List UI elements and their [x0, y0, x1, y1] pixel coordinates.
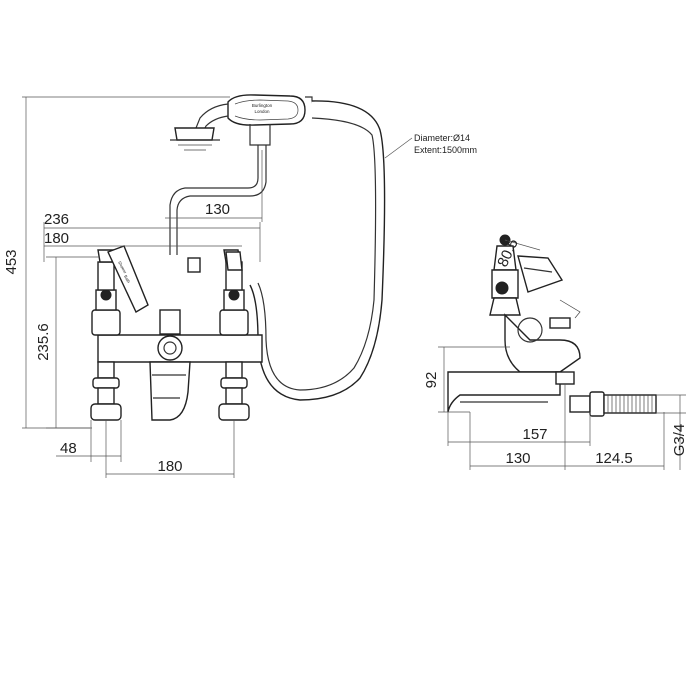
thread-lines [607, 395, 653, 413]
left-lever [107, 245, 149, 313]
dim-total-height: 453 [3, 249, 20, 274]
dim-leg-length: 124.5 [595, 450, 633, 467]
left-valve: Shower Bath [90, 245, 149, 421]
handset-city-text: London [254, 109, 270, 114]
dim-lever-span: 180 [44, 230, 69, 247]
dim-body-height: 235.6 [35, 323, 52, 361]
side-view: 80.5 92 157 130 124.5 G3/4 [423, 234, 688, 470]
dim-overall-width: 236 [44, 211, 69, 228]
handset-brand-text: Burlington [252, 103, 273, 108]
lever-label-shower: Shower [117, 260, 128, 275]
dim-spout-reach: 157 [522, 426, 547, 443]
side-lever [517, 255, 564, 293]
side-valve-head [489, 234, 521, 316]
side-body [447, 299, 657, 417]
dim-hose-offset: 130 [205, 201, 230, 218]
dim-leg-centres: 180 [157, 458, 182, 475]
front-view: Burlington London [3, 94, 477, 478]
lever-label-bath: Bath [123, 274, 131, 284]
shower-hose [249, 100, 386, 401]
dim-spout-height: 92 [423, 372, 440, 389]
front-dimensions: 453 236 180 130 235.6 48 [3, 96, 263, 478]
right-valve [218, 249, 250, 421]
hose-diameter-note: Diameter:Ø14 [414, 133, 470, 143]
handset-cradle [169, 124, 271, 255]
dim-foot-width: 48 [60, 440, 77, 457]
shower-handset: Burlington London [170, 94, 313, 151]
dim-thread: G3/4 [671, 424, 688, 457]
right-lever [225, 251, 243, 271]
hose-extent-note: Extent:1500mm [414, 145, 477, 155]
dim-lever-angle: 80.5 [494, 236, 522, 270]
mixer-body [97, 257, 263, 421]
hose-note: Diameter:Ø14 Extent:1500mm [384, 133, 477, 159]
dim-spout-to-leg: 130 [505, 450, 530, 467]
